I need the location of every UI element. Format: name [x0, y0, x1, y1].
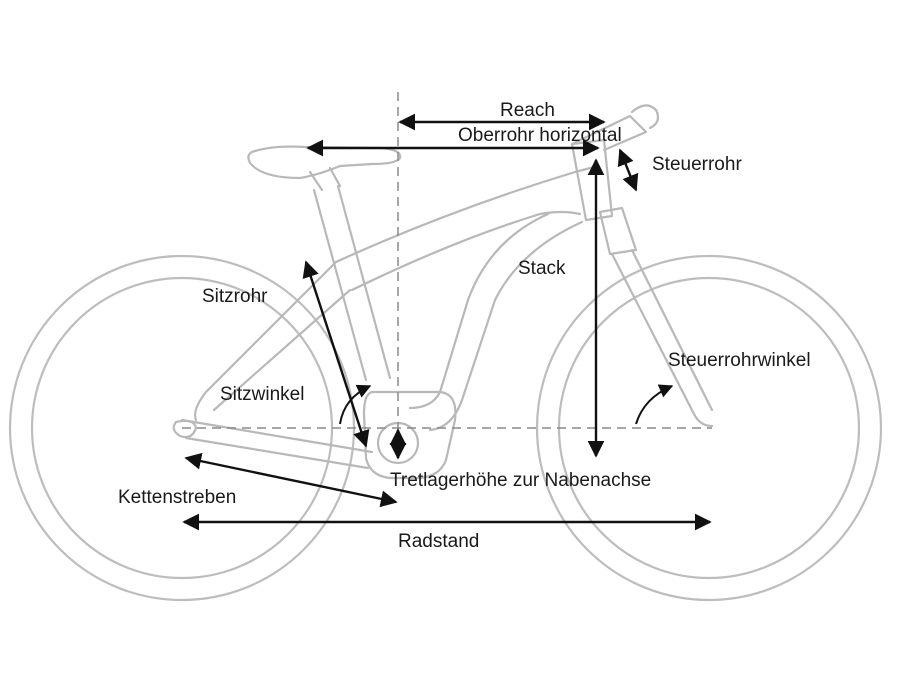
chainstay-label: Kettenstreben	[118, 487, 236, 508]
down-tube	[408, 212, 584, 432]
motor-housing	[362, 390, 457, 480]
measurement-arrows	[182, 113, 712, 531]
head-angle-arc	[635, 384, 674, 425]
reach-label: Reach	[500, 100, 555, 121]
bb-drop-label: Tretlagerhöhe zur Nabenachse	[390, 470, 651, 491]
saddle	[247, 145, 402, 180]
seat-angle-arc	[339, 384, 372, 425]
stack-label: Stack	[518, 258, 566, 279]
labels: Reach Oberrohr horizontal Steuerrohr Sta…	[118, 100, 811, 552]
wheelbase-label: Radstand	[398, 531, 479, 552]
head-tube-arrow	[617, 148, 639, 192]
top-tube	[334, 164, 600, 292]
seat-tube	[312, 184, 392, 382]
seat-angle-label: Sitzwinkel	[220, 384, 304, 405]
top-tube-label: Oberrohr horizontal	[458, 125, 622, 146]
suspension-fork	[598, 206, 714, 428]
seat-post	[308, 166, 342, 192]
head-tube-label: Steuerrohr	[652, 154, 742, 175]
head-angle-label: Steuerrohrwinkel	[668, 350, 811, 371]
head-tube	[570, 138, 614, 222]
seat-tube-label: Sitzrohr	[202, 286, 268, 307]
chainstay-arrow	[184, 452, 398, 508]
reference-lines	[182, 92, 712, 440]
seat-tube-arrow	[302, 260, 370, 448]
